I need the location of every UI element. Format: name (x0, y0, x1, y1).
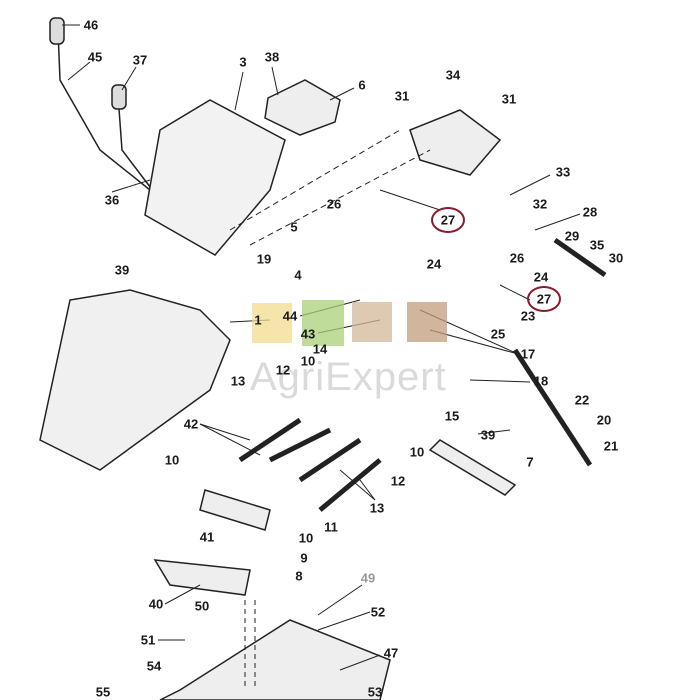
watermark: AgriExpert (250, 355, 447, 399)
part-label: 49 (360, 570, 376, 586)
part-label: 26 (326, 196, 342, 212)
part-label: 39 (480, 427, 496, 443)
part-label: 24 (426, 256, 442, 272)
part-label: 10 (409, 444, 425, 460)
part-label: 10 (164, 452, 180, 468)
part-label: 44 (282, 308, 298, 324)
part-label: 22 (574, 392, 590, 408)
part-label: 7 (526, 454, 534, 470)
logo-tractor-icon (252, 303, 292, 343)
bracket-9 (199, 489, 271, 531)
shaft-35 (553, 237, 607, 278)
cover-6 (264, 79, 341, 136)
part-label: 47 (383, 645, 399, 661)
part-label: 13 (369, 500, 385, 516)
knob-37 (111, 84, 127, 110)
knob-46 (49, 17, 65, 45)
part-label: 15 (444, 408, 460, 424)
part-label: 18 (533, 373, 549, 389)
part-label: 8 (295, 568, 303, 584)
highlight-circle (431, 207, 465, 233)
part-label: 55 (95, 684, 111, 700)
block-34 (409, 109, 502, 176)
part-label: 12 (390, 473, 406, 489)
part-label-highlighted: 27 (440, 212, 456, 228)
part-label: 36 (104, 192, 120, 208)
part-label: 9 (300, 550, 308, 566)
part-label: 10 (298, 530, 314, 546)
part-label: 21 (603, 438, 619, 454)
part-label: 51 (140, 632, 156, 648)
part-label: 1 (254, 312, 262, 328)
plate-47 (159, 619, 391, 700)
logo-wheelbarrow-icon (302, 300, 344, 346)
part-label: 40 (148, 596, 164, 612)
part-label: 11 (324, 519, 338, 535)
part-label: 3 (239, 54, 247, 70)
part-label: 12 (275, 362, 291, 378)
part-label: 33 (555, 164, 571, 180)
housing-3 (144, 99, 286, 256)
part-label: 54 (146, 658, 162, 674)
part-label: 24 (533, 269, 549, 285)
lever-37 (117, 94, 161, 201)
part-label: 14 (312, 341, 328, 357)
part-label: 17 (520, 346, 536, 362)
part-label: 34 (445, 67, 461, 83)
part-label: 20 (596, 412, 612, 428)
part-label: 43 (300, 326, 316, 342)
part-label: 52 (370, 604, 386, 620)
plate-7 (428, 439, 517, 496)
part-label: 38 (264, 49, 280, 65)
part-label: 53 (367, 684, 383, 700)
logo-building-icon (407, 302, 447, 342)
part-label: 28 (582, 204, 598, 220)
shaft-22 (512, 348, 593, 467)
rods-12-13 (238, 417, 382, 512)
lever-45 (57, 29, 151, 191)
part-label: 19 (256, 251, 272, 267)
part-label: 25 (490, 326, 506, 342)
console-1 (39, 289, 231, 471)
part-label: 42 (183, 416, 199, 432)
part-label: 4 (294, 267, 302, 283)
part-label: 41 (199, 529, 215, 545)
part-label: 23 (520, 308, 536, 324)
part-label: 30 (608, 250, 624, 266)
part-label: 31 (394, 88, 410, 104)
part-label: 35 (589, 237, 605, 253)
part-label: 5 (290, 219, 298, 235)
lever-40 (153, 559, 251, 596)
part-label: 39 (114, 262, 130, 278)
part-label: 6 (358, 77, 366, 93)
part-label: 31 (501, 91, 517, 107)
part-label: 50 (194, 598, 210, 614)
part-label: 26 (509, 250, 525, 266)
part-label: 32 (532, 196, 548, 212)
part-label: 13 (230, 373, 246, 389)
guide-lines (229, 129, 431, 246)
part-label: 46 (83, 17, 99, 33)
part-label-highlighted: 27 (536, 291, 552, 307)
part-label: 37 (132, 52, 148, 68)
highlight-circle (527, 286, 561, 312)
part-label: 10 (300, 353, 316, 369)
logo-tools-icon (352, 302, 392, 342)
part-label: 29 (564, 228, 580, 244)
part-label: 45 (87, 49, 103, 65)
